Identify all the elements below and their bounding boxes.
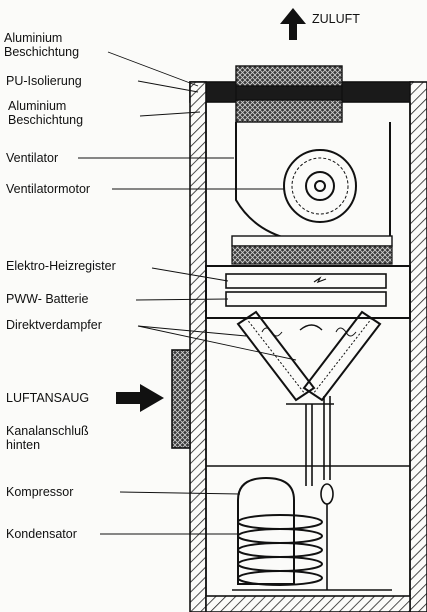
bottom-wall-insulation (205, 595, 411, 612)
label-electric-heater: Elektro-Heizregister (6, 259, 116, 273)
label-compressor: Kompressor (6, 485, 74, 499)
right-wall-insulation (409, 81, 427, 612)
housing (189, 81, 427, 612)
label-condenser: Kondensator (6, 527, 77, 541)
air-intake-arrow (116, 384, 164, 412)
fan-housing (231, 122, 393, 247)
pww-battery-coil (225, 291, 387, 307)
refrigerant-pipes (305, 396, 334, 590)
label-supply-air: ZULUFT (312, 12, 360, 26)
label-air-intake: LUFTANSAUG (6, 391, 90, 405)
label-fan: Ventilator (6, 151, 59, 165)
supply-air-arrow (280, 8, 306, 40)
label-pu-insulation: PU-Isolierung (6, 74, 82, 88)
outlet-filters (235, 65, 343, 123)
evaporators (236, 310, 382, 405)
label-fan-motor: Ventilatormotor (6, 182, 91, 196)
electric-heater-register (225, 273, 387, 289)
fan-base (231, 245, 393, 265)
left-wall-insulation (189, 81, 207, 612)
lightning-icon (313, 276, 327, 284)
label-pww-battery: PWW- Batterie (6, 292, 89, 306)
condenser-coil (237, 514, 323, 586)
label-direct-evaporator: Direktverdampfer (6, 318, 102, 332)
leader-lines (78, 51, 297, 535)
filter-dryer-icon (320, 483, 334, 505)
fan-motor-icon (283, 149, 357, 223)
intake-filter (171, 349, 191, 449)
label-aluminium-bottom: Aluminium Beschichtung (8, 99, 84, 127)
label-duct-connection: Kanalanschluß hinten (6, 424, 89, 452)
label-aluminium-top: Aluminium Beschichtung (4, 31, 80, 59)
heater-block (205, 265, 411, 319)
